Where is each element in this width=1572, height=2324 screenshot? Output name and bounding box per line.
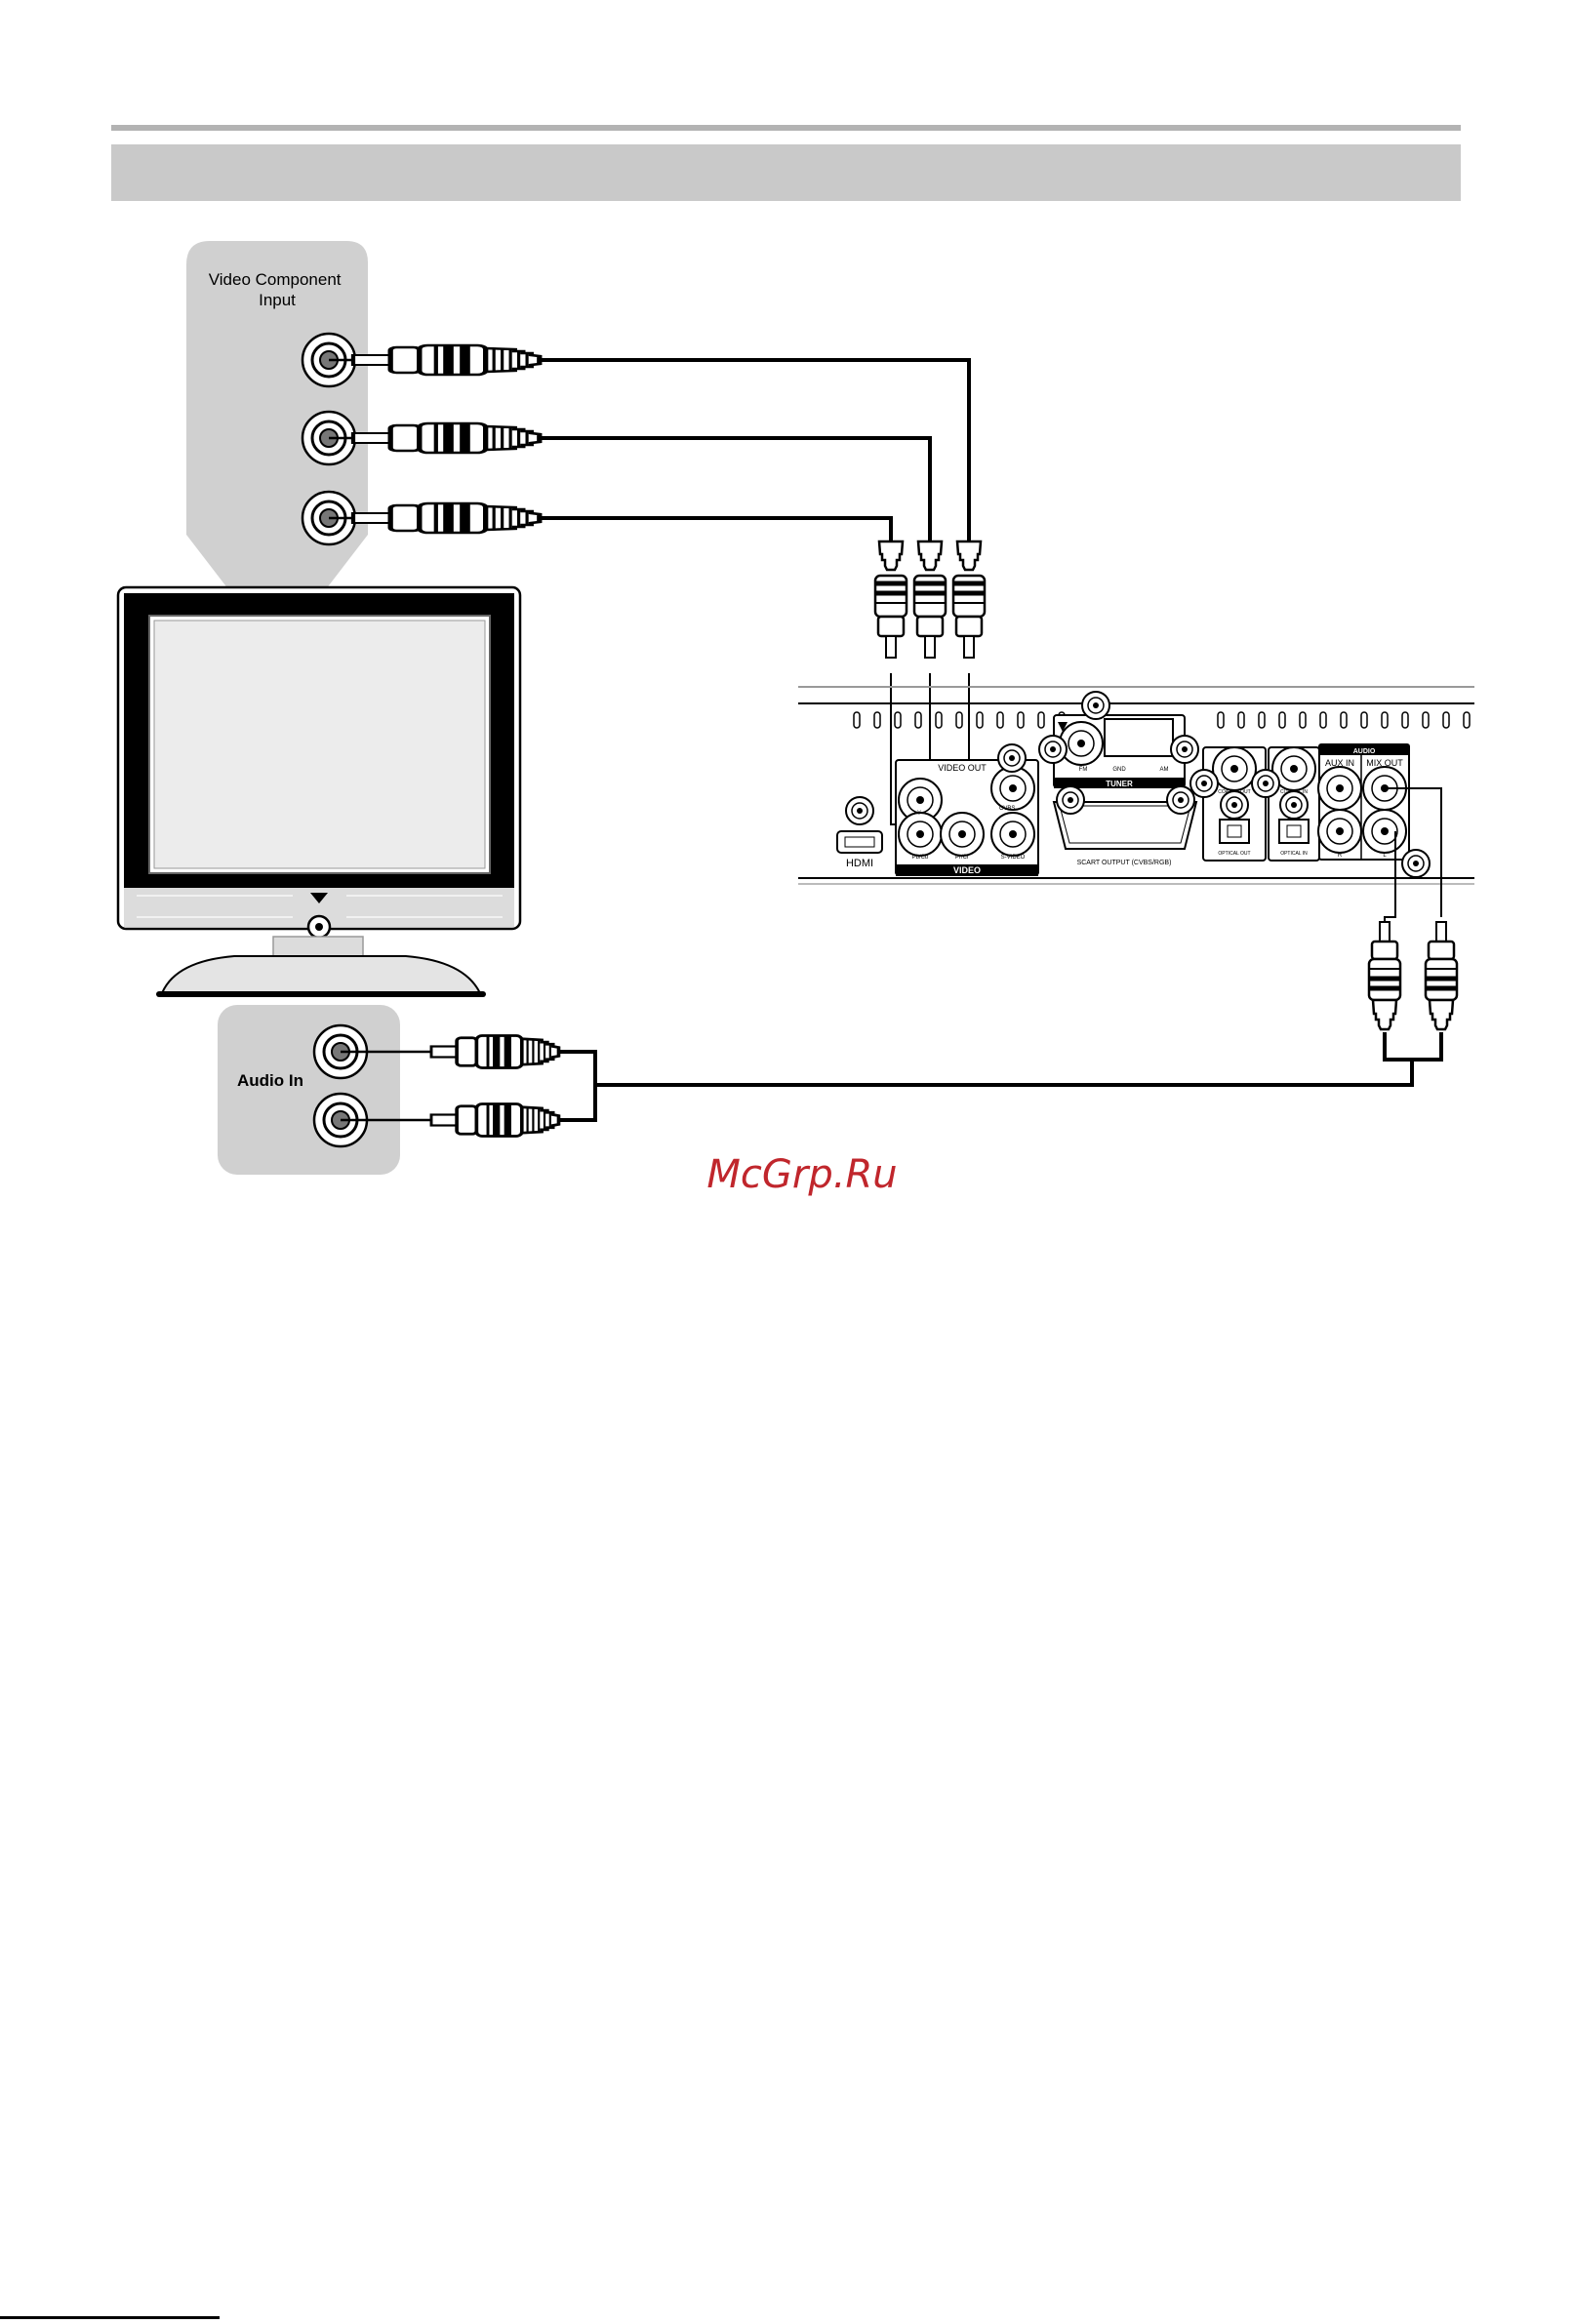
scart-label: SCART OUTPUT (CVBS/RGB) bbox=[1077, 860, 1172, 866]
aux-in-jack-r[interactable] bbox=[1318, 767, 1361, 810]
video-jack-label-svideo: S-VIDEO bbox=[1001, 855, 1026, 861]
tv-stand-base bbox=[156, 991, 486, 997]
scart-left-screw-icon bbox=[1057, 786, 1084, 814]
video-jack-label-cvbs: CVBS bbox=[999, 806, 1015, 812]
tuner-jack-fm: FM bbox=[1079, 767, 1088, 773]
aux-in-jack-l[interactable] bbox=[1318, 810, 1361, 853]
tuner-right-screw-icon bbox=[1171, 736, 1198, 763]
digital-in-left-screw-icon bbox=[1252, 770, 1279, 797]
vent-slot bbox=[1443, 712, 1449, 728]
digital-in-mid-screw-icon bbox=[1280, 791, 1308, 819]
component-plug-1[interactable] bbox=[353, 345, 540, 375]
vent-slot bbox=[1423, 712, 1429, 728]
mix-out-jack-l[interactable] bbox=[1363, 810, 1406, 853]
top-rule bbox=[111, 125, 1461, 131]
vent-slot bbox=[1402, 712, 1408, 728]
vent-slot bbox=[915, 712, 921, 728]
header-bar bbox=[111, 144, 1461, 201]
component-plug-3[interactable] bbox=[353, 503, 540, 533]
vent-slot bbox=[956, 712, 962, 728]
tuner-jack-am: AM bbox=[1160, 767, 1169, 773]
vent-slot bbox=[1382, 712, 1388, 728]
footer-rule bbox=[0, 2316, 220, 2319]
tv-monitor bbox=[118, 587, 520, 997]
vent-slot bbox=[1218, 712, 1224, 728]
scart-right-screw-icon bbox=[1167, 786, 1194, 814]
hdmi-label: HDMI bbox=[846, 858, 873, 869]
vent-slot bbox=[1279, 712, 1285, 728]
audio-plug-top[interactable] bbox=[431, 1036, 559, 1068]
vent-slot bbox=[1300, 712, 1306, 728]
video-jack-svideo[interactable] bbox=[991, 813, 1034, 856]
video-component-label-line2: Input bbox=[259, 291, 296, 309]
tuner-jack-gnd: GND bbox=[1112, 767, 1126, 773]
vent-slot bbox=[854, 712, 860, 728]
video-out-label: VIDEO OUT bbox=[938, 763, 987, 773]
audio-plug-bottom[interactable] bbox=[431, 1104, 559, 1137]
video-group-label: VIDEO bbox=[953, 865, 981, 875]
vent-slot bbox=[1259, 712, 1265, 728]
vent-slot bbox=[1361, 712, 1367, 728]
video-jack-pr[interactable] bbox=[941, 813, 984, 856]
vent-slot bbox=[1341, 712, 1347, 728]
optical-out-label: OPTICAL OUT bbox=[1218, 851, 1250, 857]
watermark-text: McGrp.Ru bbox=[706, 1152, 897, 1197]
vent-slot bbox=[1018, 712, 1024, 728]
digital-out-mid-screw-icon bbox=[1221, 791, 1248, 819]
hdmi-screw-icon bbox=[846, 797, 873, 824]
vent-slot bbox=[1038, 712, 1044, 728]
vent-slot bbox=[977, 712, 983, 728]
video-jack-label-y: Y bbox=[917, 811, 921, 817]
component-plug-2[interactable] bbox=[353, 423, 540, 453]
audio-group-label: AUDIO bbox=[1353, 748, 1376, 755]
tuner-label: TUNER bbox=[1106, 780, 1133, 788]
vent-slot bbox=[997, 712, 1003, 728]
tuner-screw-icon bbox=[1082, 692, 1109, 719]
tv-stand bbox=[162, 956, 480, 993]
video-jack-cvbs[interactable] bbox=[991, 767, 1034, 810]
video-component-label-line1: Video Component bbox=[209, 270, 342, 289]
vent-slot bbox=[874, 712, 880, 728]
vent-slot bbox=[1464, 712, 1470, 728]
aux-channel-label-r: R bbox=[1338, 853, 1343, 859]
vent-slot bbox=[936, 712, 942, 728]
video-jack-label-pb: Pb/Cb bbox=[912, 855, 929, 861]
tv-screen bbox=[154, 621, 485, 868]
mix-out-plugs bbox=[1369, 922, 1457, 1029]
tuner-left-screw-icon bbox=[1039, 736, 1067, 763]
audio-ground-screw-icon bbox=[1402, 850, 1430, 877]
audio-in-label: Audio In bbox=[237, 1071, 303, 1090]
digital-out-left-screw-icon bbox=[1190, 770, 1218, 797]
coaxial-out-jack[interactable] bbox=[1213, 747, 1256, 790]
am-terminal[interactable] bbox=[1105, 719, 1173, 756]
video-jack-pb[interactable] bbox=[899, 813, 942, 856]
video-ground-screw-icon bbox=[998, 744, 1026, 772]
vent-slot bbox=[1320, 712, 1326, 728]
vertical-plugs bbox=[875, 541, 985, 658]
audio-in-panel bbox=[218, 1005, 400, 1175]
player-rear-panel: HDMI VIDEO VIDEO OUT Pb/Cb Pr/Cr S-VIDEO… bbox=[798, 687, 1474, 884]
vent-slot bbox=[1238, 712, 1244, 728]
vent-slot bbox=[895, 712, 901, 728]
optical-in-label: OPTICAL IN bbox=[1280, 851, 1308, 857]
video-jack-label-pr: Pr/Cr bbox=[955, 855, 969, 861]
